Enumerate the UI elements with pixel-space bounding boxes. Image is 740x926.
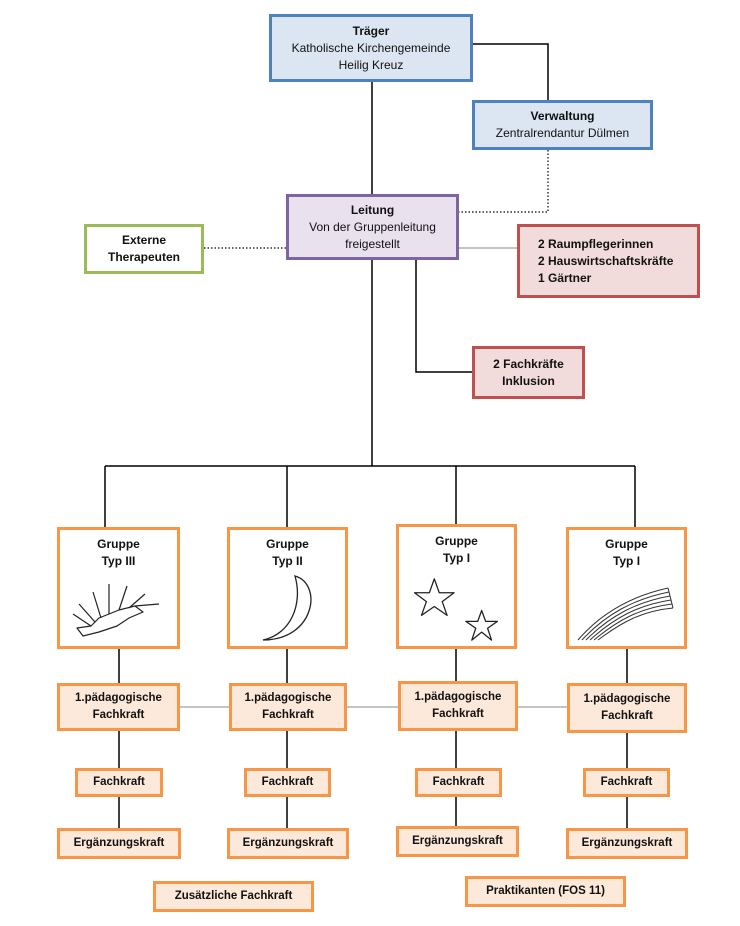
lead-line2: Fachkraft: [432, 708, 484, 720]
stars-icon: [413, 578, 498, 641]
lead-fachkraft-box-2: 1.pädagogische Fachkraft: [229, 683, 347, 731]
fachkraft-label: Fachkraft: [93, 776, 145, 788]
group-title: Gruppe: [435, 534, 478, 548]
externe-therapeuten-box: Externe Therapeuten: [84, 224, 204, 274]
fachkraft-box-1: Fachkraft: [75, 768, 163, 797]
moon-icon: [262, 575, 311, 641]
leitung-line2: freigestellt: [345, 236, 400, 251]
group-type: Typ I: [442, 551, 471, 565]
sun-icon: [72, 584, 159, 637]
fachkraft-box-4: Fachkraft: [583, 768, 670, 797]
verwaltung-title: Verwaltung: [530, 109, 595, 123]
lead-line1: 1.pädagogische: [75, 692, 162, 704]
fachkraft-label: Fachkraft: [600, 776, 653, 788]
group-box-1: Gruppe Typ III: [57, 527, 180, 649]
verwaltung-line1: Zentralrendantur Dülmen: [495, 126, 630, 140]
lead-line2: Fachkraft: [601, 710, 653, 722]
group-type: Typ I: [612, 554, 641, 568]
lead-line2: Fachkraft: [92, 709, 145, 721]
lead-fachkraft-box-4: 1.pädagogische Fachkraft: [567, 683, 687, 733]
group-title: Gruppe: [97, 537, 140, 551]
group-box-2: Gruppe Typ II: [227, 527, 348, 649]
fachkraft-label: Fachkraft: [432, 776, 485, 788]
personal-line1: 2 Raumpflegerinnen: [538, 236, 654, 251]
group-box-4: Gruppe Typ I: [566, 527, 687, 649]
fachkraft-label: Fachkraft: [261, 776, 314, 788]
group-type: Typ III: [101, 554, 136, 568]
inklusion-line2: Inklusion: [502, 373, 555, 388]
ergaenzungskraft-box-3: Ergänzungskraft: [396, 826, 519, 857]
lead-fachkraft-box-1: 1.pädagogische Fachkraft: [57, 683, 180, 731]
ergaenzungskraft-label: Ergänzungskraft: [581, 837, 673, 849]
group-title: Gruppe: [605, 537, 648, 551]
rainbow-icon: [577, 587, 673, 641]
fachkraft-box-3: Fachkraft: [415, 768, 502, 797]
lead-line2: Fachkraft: [262, 709, 314, 721]
verwaltung-box: Verwaltung Zentralrendantur Dülmen: [472, 100, 653, 150]
praktikanten-label: Praktikanten (FOS 11): [486, 885, 605, 897]
leitung-box: Leitung Von der Gruppenleitung freigeste…: [286, 194, 459, 260]
inklusion-box: 2 Fachkräfte Inklusion: [472, 346, 585, 399]
traeger-line1: Katholische Kirchengemeinde: [291, 40, 451, 55]
zusaetzliche-fachkraft-box: Zusätzliche Fachkraft: [153, 881, 314, 912]
group-box-3: Gruppe Typ I: [396, 524, 517, 649]
traeger-box: Träger Katholische Kirchengemeinde Heili…: [269, 14, 473, 82]
lead-line1: 1.pädagogische: [244, 692, 332, 704]
leitung-title: Leitung: [350, 202, 395, 217]
ergaenzungskraft-label: Ergänzungskraft: [412, 835, 503, 847]
traeger-title: Träger: [352, 23, 390, 38]
lead-line1: 1.pädagogische: [414, 691, 502, 703]
group-type: Typ II: [272, 554, 303, 568]
ergaenzungskraft-box-2: Ergänzungskraft: [227, 828, 349, 859]
ergaenzungskraft-box-4: Ergänzungskraft: [566, 828, 688, 859]
zusaetzliche-fachkraft-label: Zusätzliche Fachkraft: [174, 890, 293, 902]
externe-line2: Therapeuten: [107, 250, 180, 264]
group-title: Gruppe: [266, 537, 309, 551]
praktikanten-box: Praktikanten (FOS 11): [465, 876, 626, 907]
personal-box: 2 Raumpflegerinnen 2 Hauswirtschaftskräf…: [517, 224, 700, 298]
ergaenzungskraft-box-1: Ergänzungskraft: [57, 828, 181, 859]
traeger-line2: Heilig Kreuz: [338, 57, 404, 72]
lead-line1: 1.pädagogische: [583, 693, 671, 705]
lead-fachkraft-box-3: 1.pädagogische Fachkraft: [398, 681, 518, 731]
ergaenzungskraft-label: Ergänzungskraft: [73, 837, 165, 849]
leitung-line1: Von der Gruppenleitung: [309, 219, 436, 234]
externe-line1: Externe: [121, 233, 167, 247]
ergaenzungskraft-label: Ergänzungskraft: [242, 837, 334, 849]
personal-line2: 2 Hauswirtschaftskräfte: [538, 253, 674, 268]
personal-line3: 1 Gärtner: [538, 270, 592, 285]
fachkraft-box-2: Fachkraft: [244, 768, 331, 797]
inklusion-line1: 2 Fachkräfte: [493, 356, 564, 371]
